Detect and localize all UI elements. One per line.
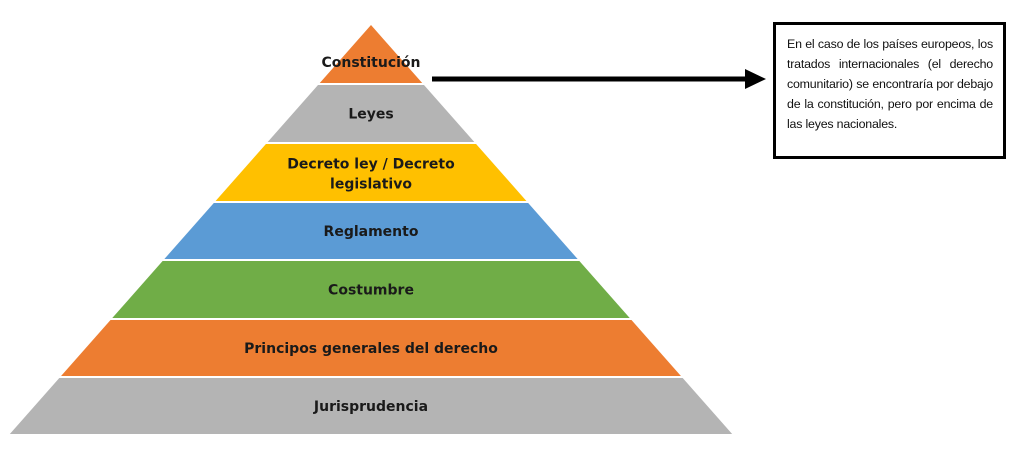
pyramid-level-label: Costumbre <box>328 283 414 299</box>
pyramid-level-5 <box>112 261 630 318</box>
arrow <box>432 69 766 89</box>
pyramid-level-label: Constitución <box>321 55 420 71</box>
pyramid-level-6 <box>61 320 681 376</box>
pyramid-level-label-line: legislativo <box>330 177 412 193</box>
pyramid-level-label: Principos generales del derecho <box>244 341 498 357</box>
pyramid-level-2 <box>267 85 475 142</box>
pyramid-level-4 <box>164 203 578 259</box>
arrow-shaft <box>432 76 748 82</box>
pyramid-level-label: Leyes <box>348 107 393 123</box>
pyramid-level-label: Decreto ley / Decreto legislativo <box>287 157 455 193</box>
pyramid-level-7 <box>9 378 733 434</box>
pyramid-level-3 <box>215 144 527 201</box>
pyramid-level-1 <box>319 25 423 83</box>
pyramid-level-label: Jurisprudencia <box>313 399 428 415</box>
arrow-head <box>745 69 766 89</box>
pyramid-level-label: Reglamento <box>324 224 419 240</box>
pyramid-level-label-line: Decreto ley / Decreto <box>287 157 455 173</box>
note-text: En el caso de los países europeos, los t… <box>787 37 993 131</box>
note-box: En el caso de los países europeos, los t… <box>773 22 1006 159</box>
